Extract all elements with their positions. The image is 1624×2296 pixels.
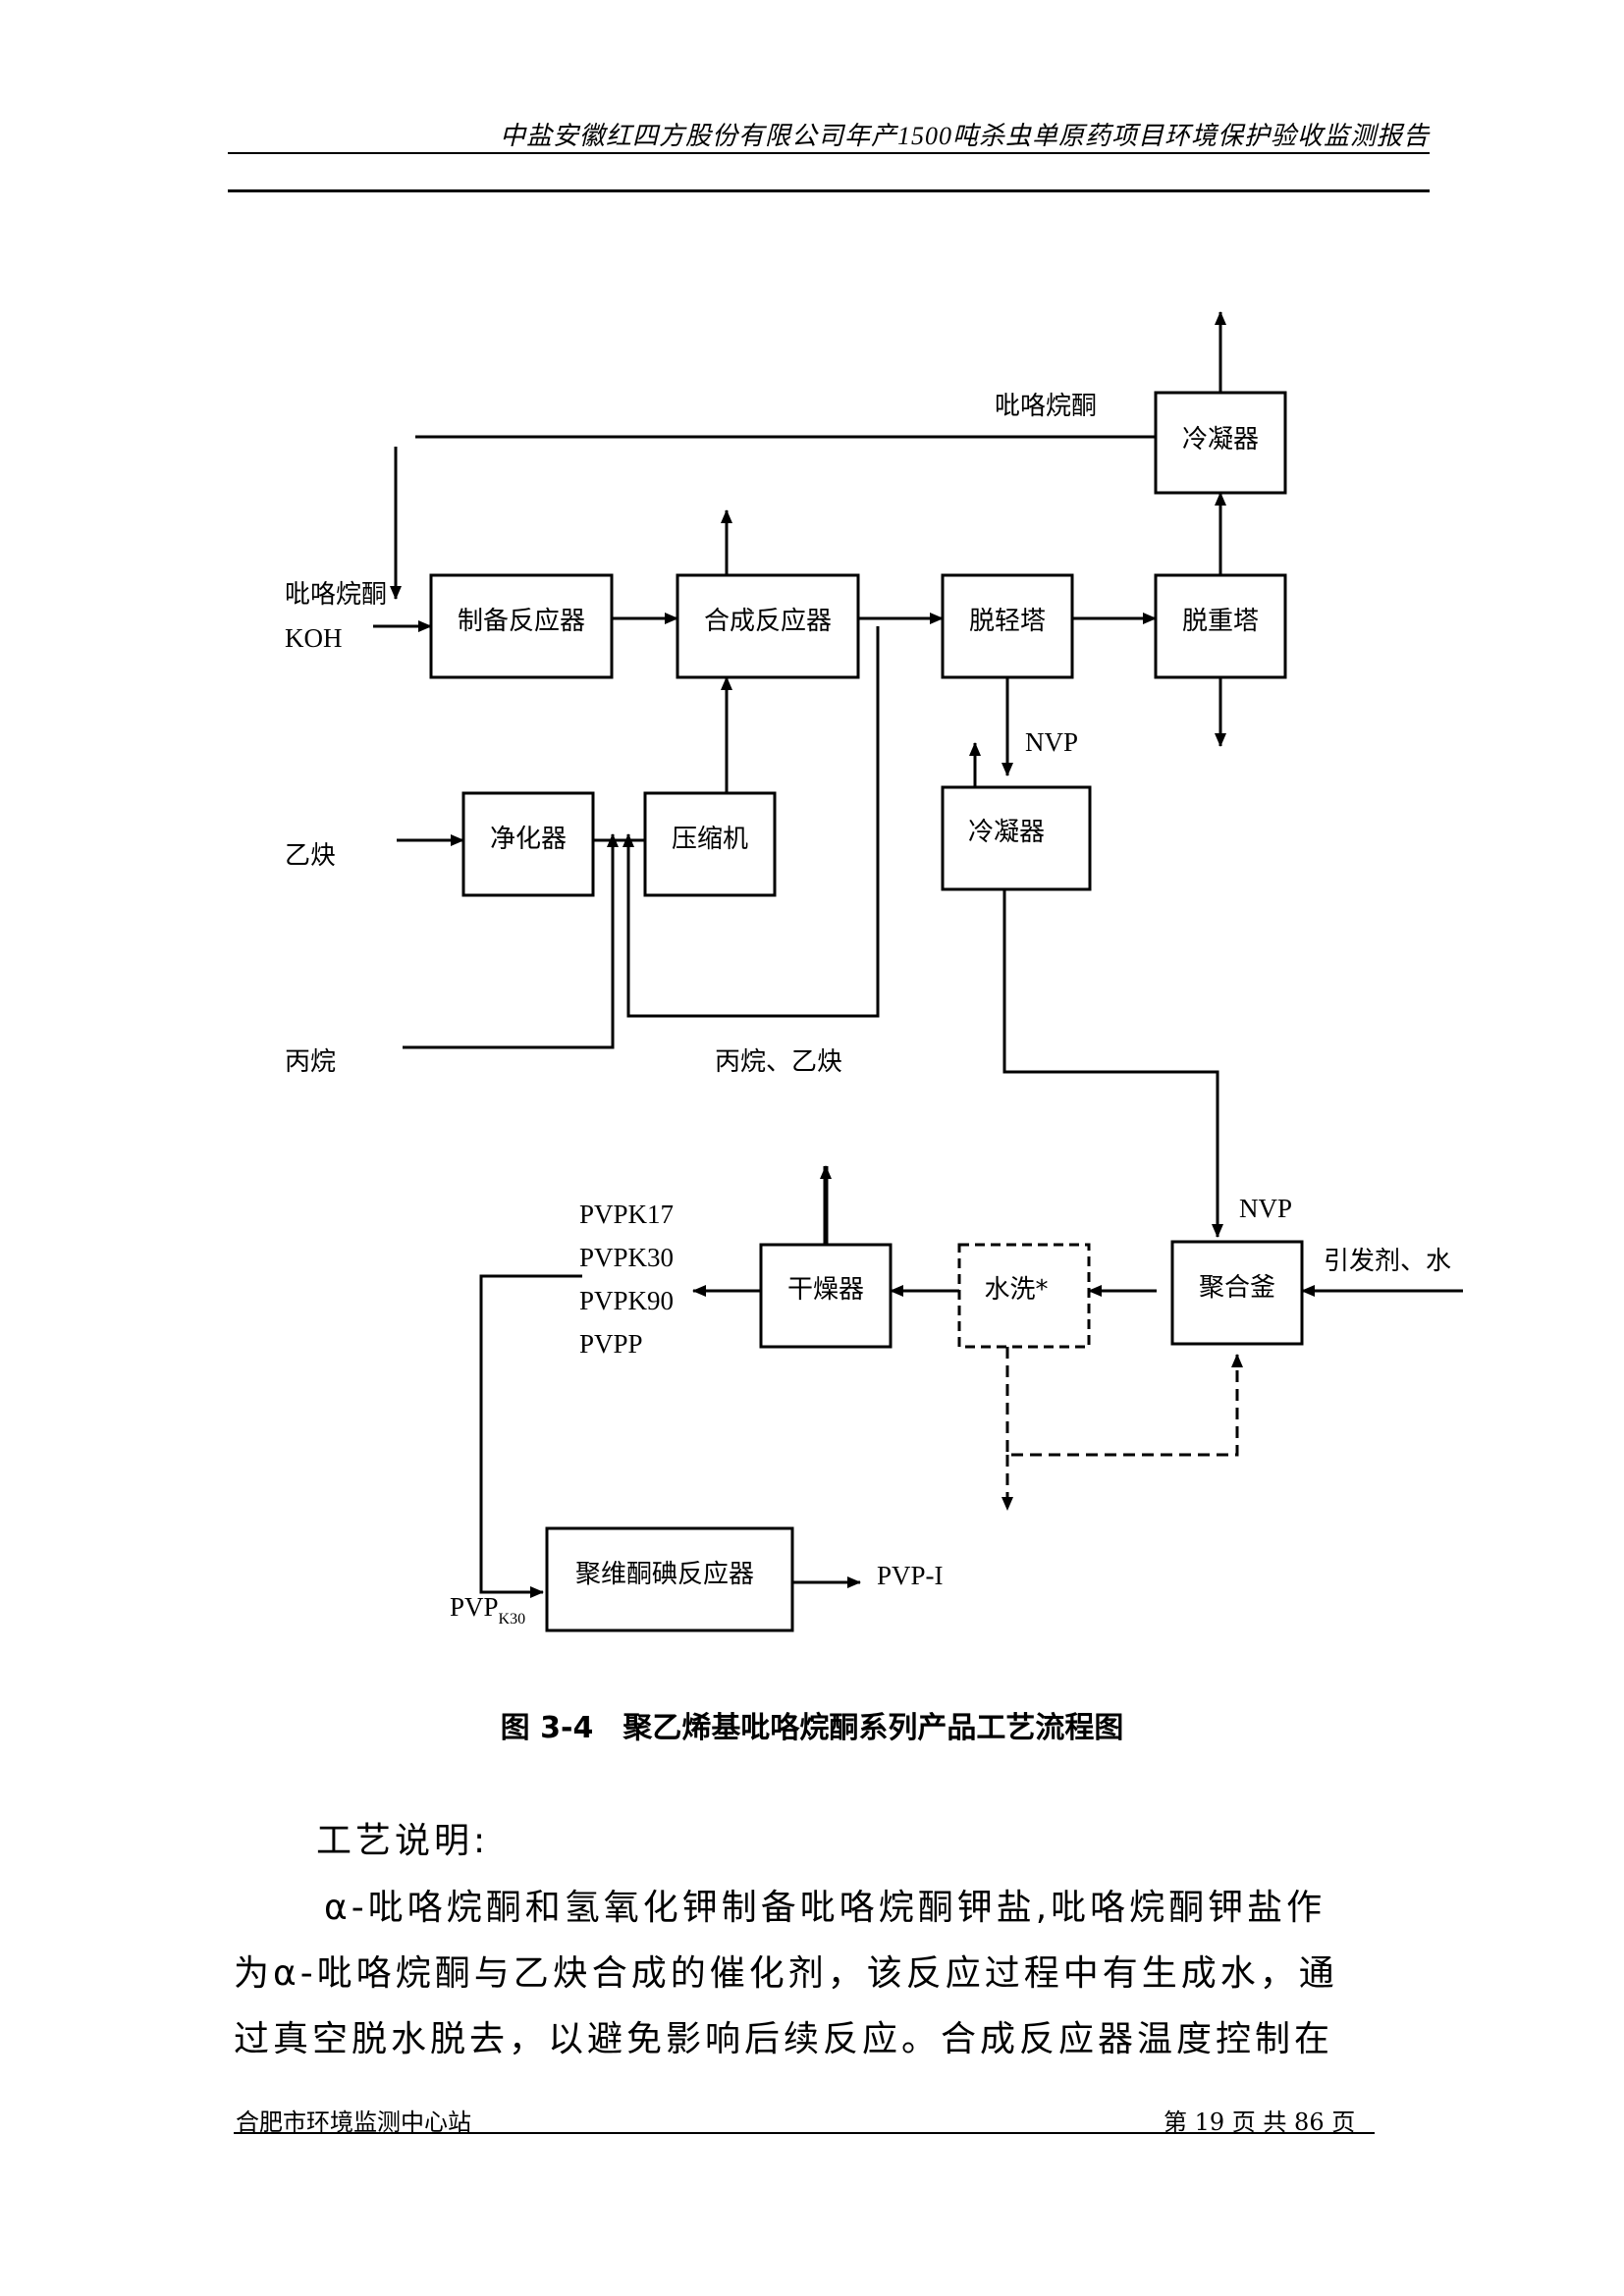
label-nvp-1: NVP bbox=[1025, 727, 1078, 757]
synth-reactor-label: 合成反应器 bbox=[704, 607, 832, 636]
footer-rule bbox=[234, 2132, 1375, 2134]
label-pvpk17: PVPK17 bbox=[579, 1200, 674, 1229]
process-flow-diagram: 冷凝器 制备反应器 合成反应器 脱轻塔 脱重塔 净化器 压缩机 冷凝器 干燥器 … bbox=[285, 311, 1463, 1632]
label-pvpk30: PVPK30 bbox=[579, 1243, 674, 1272]
header-rule-bottom bbox=[228, 189, 1430, 192]
arrow-nvp-to-kettle bbox=[1002, 889, 1223, 1238]
arrow-wash-recycle bbox=[1005, 1347, 1243, 1457]
box-synth-reactor bbox=[676, 573, 860, 679]
figure-caption: 图 3-4 聚乙烯基吡咯烷酮系列产品工艺流程图 bbox=[500, 1711, 1124, 1745]
condenser-mid-label: 冷凝器 bbox=[968, 818, 1045, 847]
poly-kettle-label: 聚合釜 bbox=[1199, 1273, 1275, 1303]
label-pvpk90: PVPK90 bbox=[579, 1286, 674, 1315]
label-feed-koh: KOH bbox=[285, 623, 343, 653]
label-propane-acetylene: 丙烷、乙炔 bbox=[715, 1047, 842, 1077]
heavy-tower-label: 脱重塔 bbox=[1182, 607, 1259, 636]
body-line-2: 为α-吡咯烷酮与乙炔合成的催化剂，该反应过程中有生成水，通 bbox=[234, 1953, 1338, 1994]
label-recycle-pyrrolidone: 吡咯烷酮 bbox=[995, 392, 1097, 421]
label-feed-pyrrolidone: 吡咯烷酮 bbox=[285, 580, 387, 610]
arrow-pvpk30-iodine bbox=[479, 1274, 582, 1598]
label-acetylene: 乙炔 bbox=[285, 841, 336, 871]
label-pvpp: PVPP bbox=[579, 1329, 643, 1359]
dryer-label: 干燥器 bbox=[787, 1275, 864, 1305]
label-pvp-k30: PVPK30 bbox=[450, 1592, 525, 1628]
label-pvp-k30-main: PVP bbox=[450, 1592, 499, 1622]
box-iodine-reactor bbox=[545, 1526, 794, 1632]
footer-left: 合肥市环境监测中心站 bbox=[236, 2109, 471, 2136]
label-propane: 丙烷 bbox=[285, 1047, 336, 1077]
box-compressor bbox=[643, 791, 777, 897]
prep-reactor-label: 制备反应器 bbox=[458, 607, 585, 636]
iodine-reactor-label: 聚维酮碘反应器 bbox=[575, 1560, 754, 1589]
water-wash-label: 水洗* bbox=[984, 1275, 1048, 1305]
light-tower-label: 脱轻塔 bbox=[969, 607, 1046, 636]
body-line-3: 过真空脱水脱去，以避免影响后续反应。合成反应器温度控制在 bbox=[234, 2019, 1334, 2059]
condenser-top-label: 冷凝器 bbox=[1182, 425, 1259, 454]
body-line-1: α-吡咯烷酮和氢氧化钾制备吡咯烷酮钾盐,吡咯烷酮钾盐作 bbox=[324, 1888, 1326, 1928]
label-pvp-i: PVP-I bbox=[877, 1561, 944, 1590]
arrow-propane-acetylene-recycle bbox=[623, 626, 880, 1018]
purifier-label: 净化器 bbox=[490, 825, 567, 854]
arrow-propane bbox=[403, 833, 619, 1049]
label-nvp-2: NVP bbox=[1239, 1194, 1292, 1223]
header-rule-top bbox=[228, 152, 1430, 154]
report-header-title: 中盐安徽红四方股份有限公司年产1500吨杀虫单原药项目环境保护验收监测报告 bbox=[499, 122, 1430, 150]
box-condenser-mid bbox=[941, 785, 1092, 891]
body-heading: 工艺说明: bbox=[316, 1821, 490, 1861]
label-initiator-water: 引发剂、水 bbox=[1324, 1247, 1451, 1276]
label-pvp-k30-sub: K30 bbox=[499, 1611, 526, 1628]
footer-right: 第 19 页 共 86 页 bbox=[1164, 2109, 1356, 2136]
compressor-label: 压缩机 bbox=[672, 825, 748, 854]
